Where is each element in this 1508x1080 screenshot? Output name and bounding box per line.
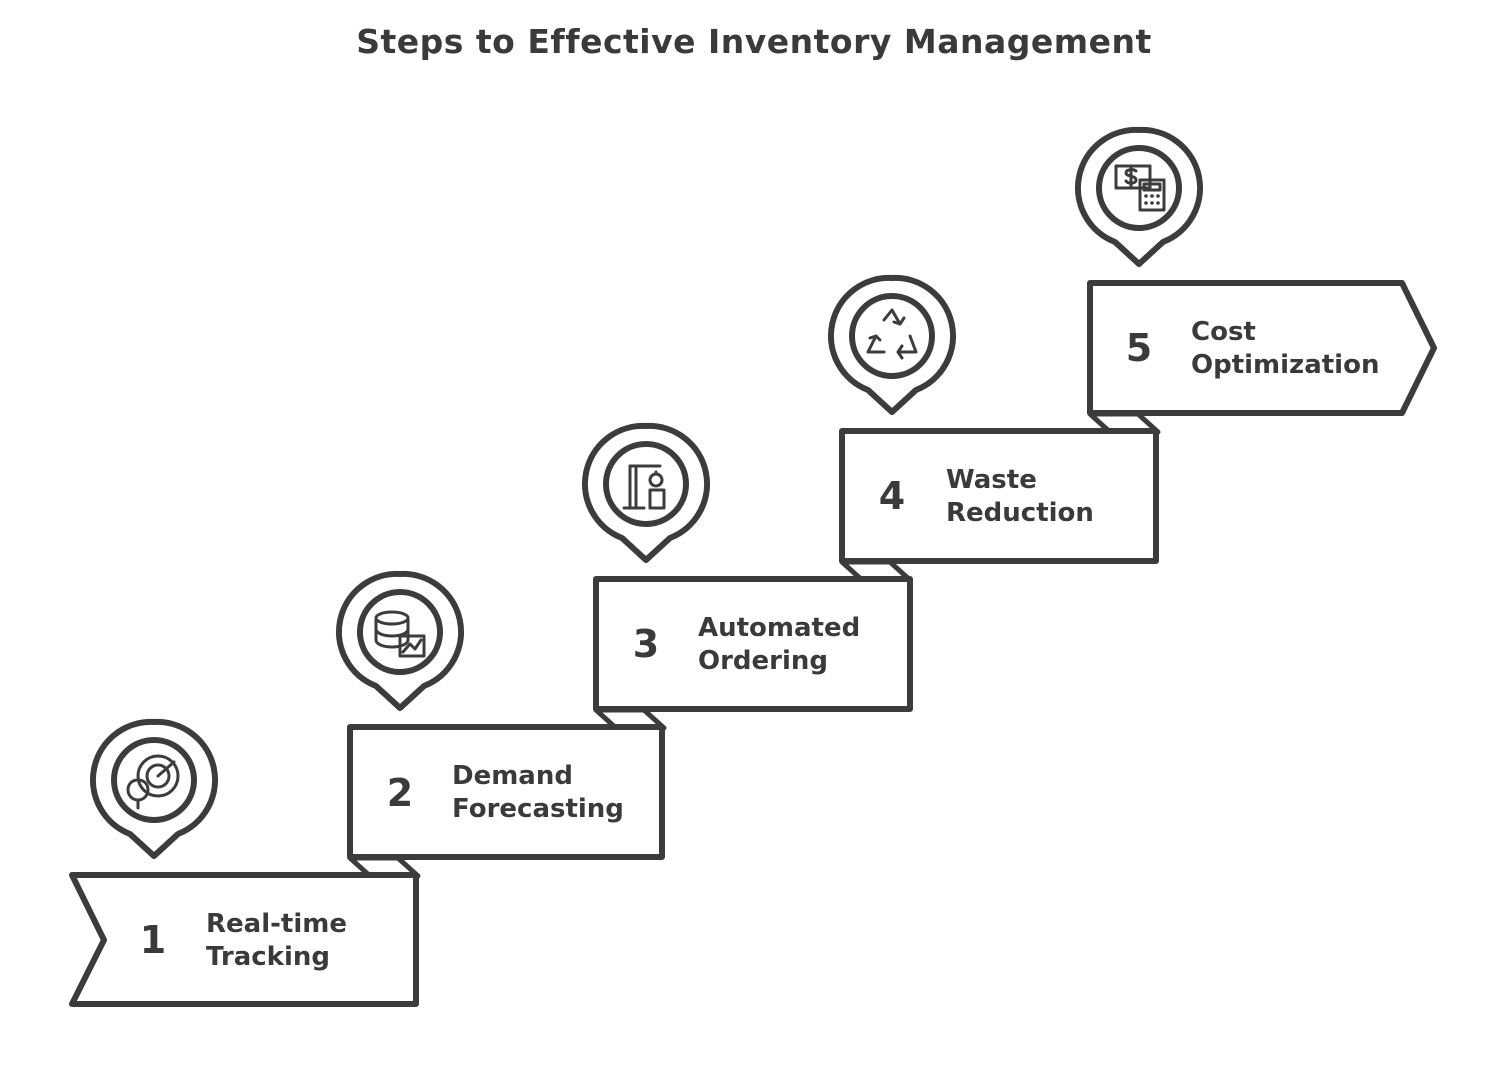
step-1-box [69, 872, 419, 1007]
step-4: 4 Waste Reduction [827, 274, 1159, 564]
step-2-label-line2: Forecasting [452, 794, 624, 824]
diagram-title: Steps to Effective Inventory Management [356, 22, 1152, 61]
step-1-label-line2: Tracking [206, 942, 330, 972]
step-3-number: 3 [633, 622, 659, 666]
step-4-number: 4 [879, 474, 905, 518]
step-4-label-line2: Reduction [946, 498, 1094, 528]
step-3-marker [581, 422, 711, 563]
step-4-box [839, 428, 1159, 564]
step-4-marker [827, 274, 957, 415]
step-1: 1 Real-time Tracking [69, 718, 419, 1007]
database-chart-icon [374, 610, 426, 658]
robot-arm-icon [622, 464, 666, 510]
step-2-box [347, 724, 665, 860]
step-2-marker [335, 570, 465, 711]
step-1-number: 1 [140, 918, 166, 962]
step-2-number: 2 [387, 771, 413, 815]
recycle-icon [866, 308, 918, 360]
radar-location-icon [126, 754, 180, 810]
step-1-marker [89, 718, 219, 859]
step-5-number: 5 [1126, 326, 1152, 370]
step-3-box [593, 576, 913, 712]
step-4-label-line1: Waste [946, 465, 1037, 495]
step-3: 3 Automated Ordering [581, 422, 913, 712]
step-2-label-line1: Demand [452, 761, 573, 791]
step-5-label-line1: Cost [1191, 317, 1256, 347]
step-5-marker [1074, 126, 1204, 267]
step-5-box [1087, 280, 1437, 416]
step-2: 2 Demand Forecasting [335, 570, 665, 860]
step-1-label-line1: Real-time [206, 909, 347, 939]
step-5-label-line2: Optimization [1191, 350, 1379, 380]
money-calculator-icon [1114, 164, 1166, 212]
step-3-label-line1: Automated [698, 613, 860, 643]
step-5: 5 Cost Optimization [1074, 126, 1437, 416]
step-3-label-line2: Ordering [698, 646, 828, 676]
